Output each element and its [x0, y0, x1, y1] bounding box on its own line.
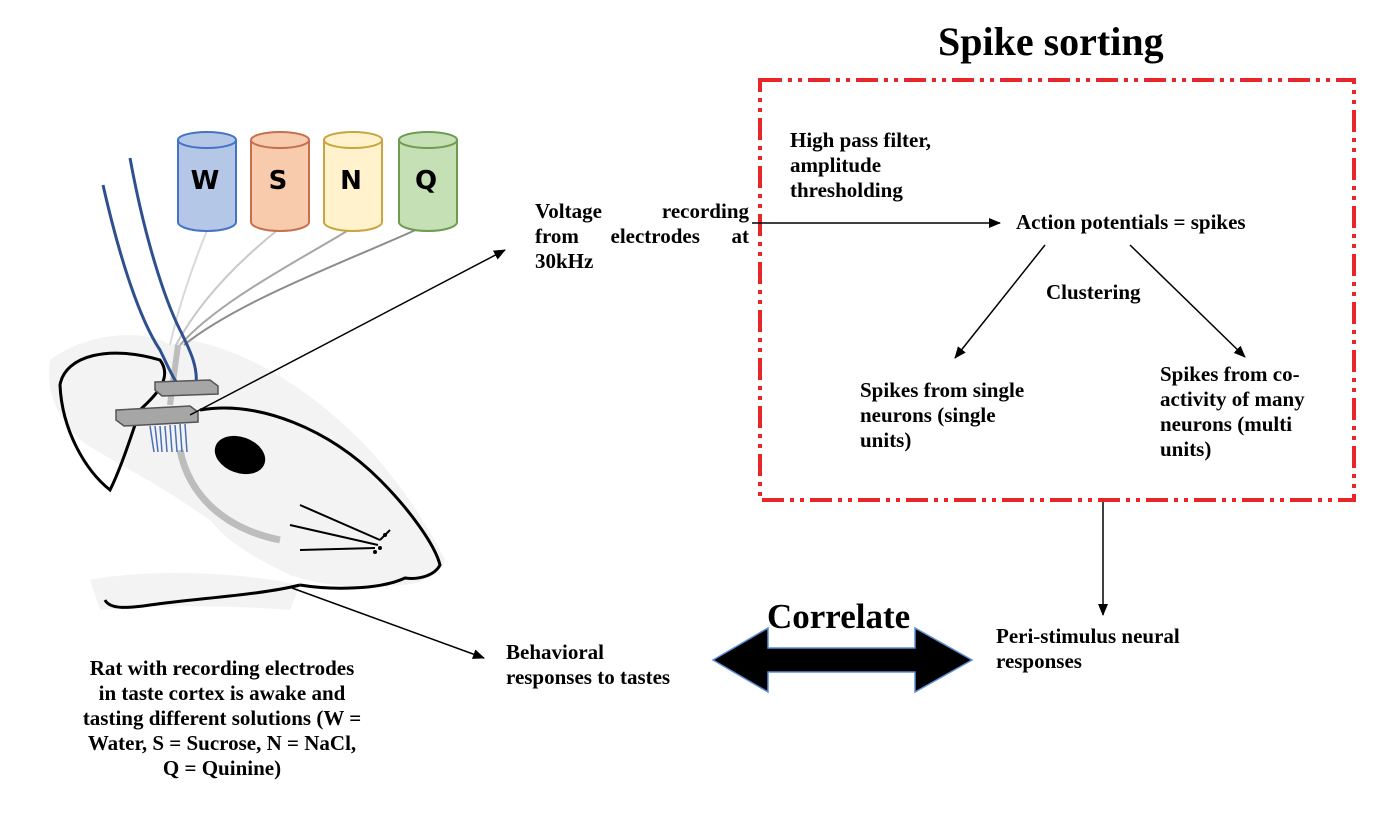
behavioral-label: Behavioral responses to tastes	[506, 640, 671, 689]
electrode-block-top	[154, 379, 219, 397]
can-nacl: N	[322, 130, 383, 239]
action-potentials-label: Action potentials = spikes	[1016, 210, 1246, 234]
single-units-label: Spikes from single neurons (single units…	[860, 378, 1025, 452]
electrode-wire-2	[128, 157, 198, 391]
can-sucrose-label: S	[268, 166, 288, 196]
electrode-wire-1	[101, 184, 186, 392]
rat-illustration	[49, 157, 446, 610]
intraoral-tube	[176, 449, 281, 544]
can-quinine-label: Q	[414, 166, 438, 196]
rat-whiskers	[289, 504, 391, 551]
peri-stimulus-label: Peri-stimulus neural responses	[996, 624, 1180, 673]
filter-step-label: High pass filter, amplitude thresholding	[790, 128, 931, 202]
rat-caption: Rat with recording electrodes in taste c…	[82, 656, 362, 780]
arrow-rat-to-voltage	[189, 249, 506, 416]
electrode-block-bottom	[115, 405, 199, 427]
arrow-to-multi-units	[1129, 244, 1246, 358]
correlate-label: Correlate	[767, 597, 911, 636]
can-water: W	[176, 130, 237, 239]
arrow-rat-to-behavior	[291, 587, 485, 659]
can-quinine: Q	[397, 130, 458, 239]
arrow-to-single-units	[954, 244, 1046, 359]
can-sucrose: S	[249, 130, 310, 239]
electrode-array	[149, 423, 188, 453]
multi-units-label: Spikes from co- activity of many neurons…	[1160, 362, 1305, 461]
rat-eye	[214, 435, 266, 475]
clustering-label: Clustering	[1046, 280, 1141, 304]
correlate-double-arrow	[711, 626, 974, 694]
spike-sorting-title: Spike sorting	[938, 19, 1164, 64]
spike-sorting-box	[758, 78, 1356, 502]
voltage-recording-label: Voltage recording from electrodes at 30k…	[535, 199, 749, 273]
rat-head	[199, 406, 442, 590]
can-water-label: W	[190, 166, 220, 196]
can-nacl-label: N	[340, 166, 362, 196]
